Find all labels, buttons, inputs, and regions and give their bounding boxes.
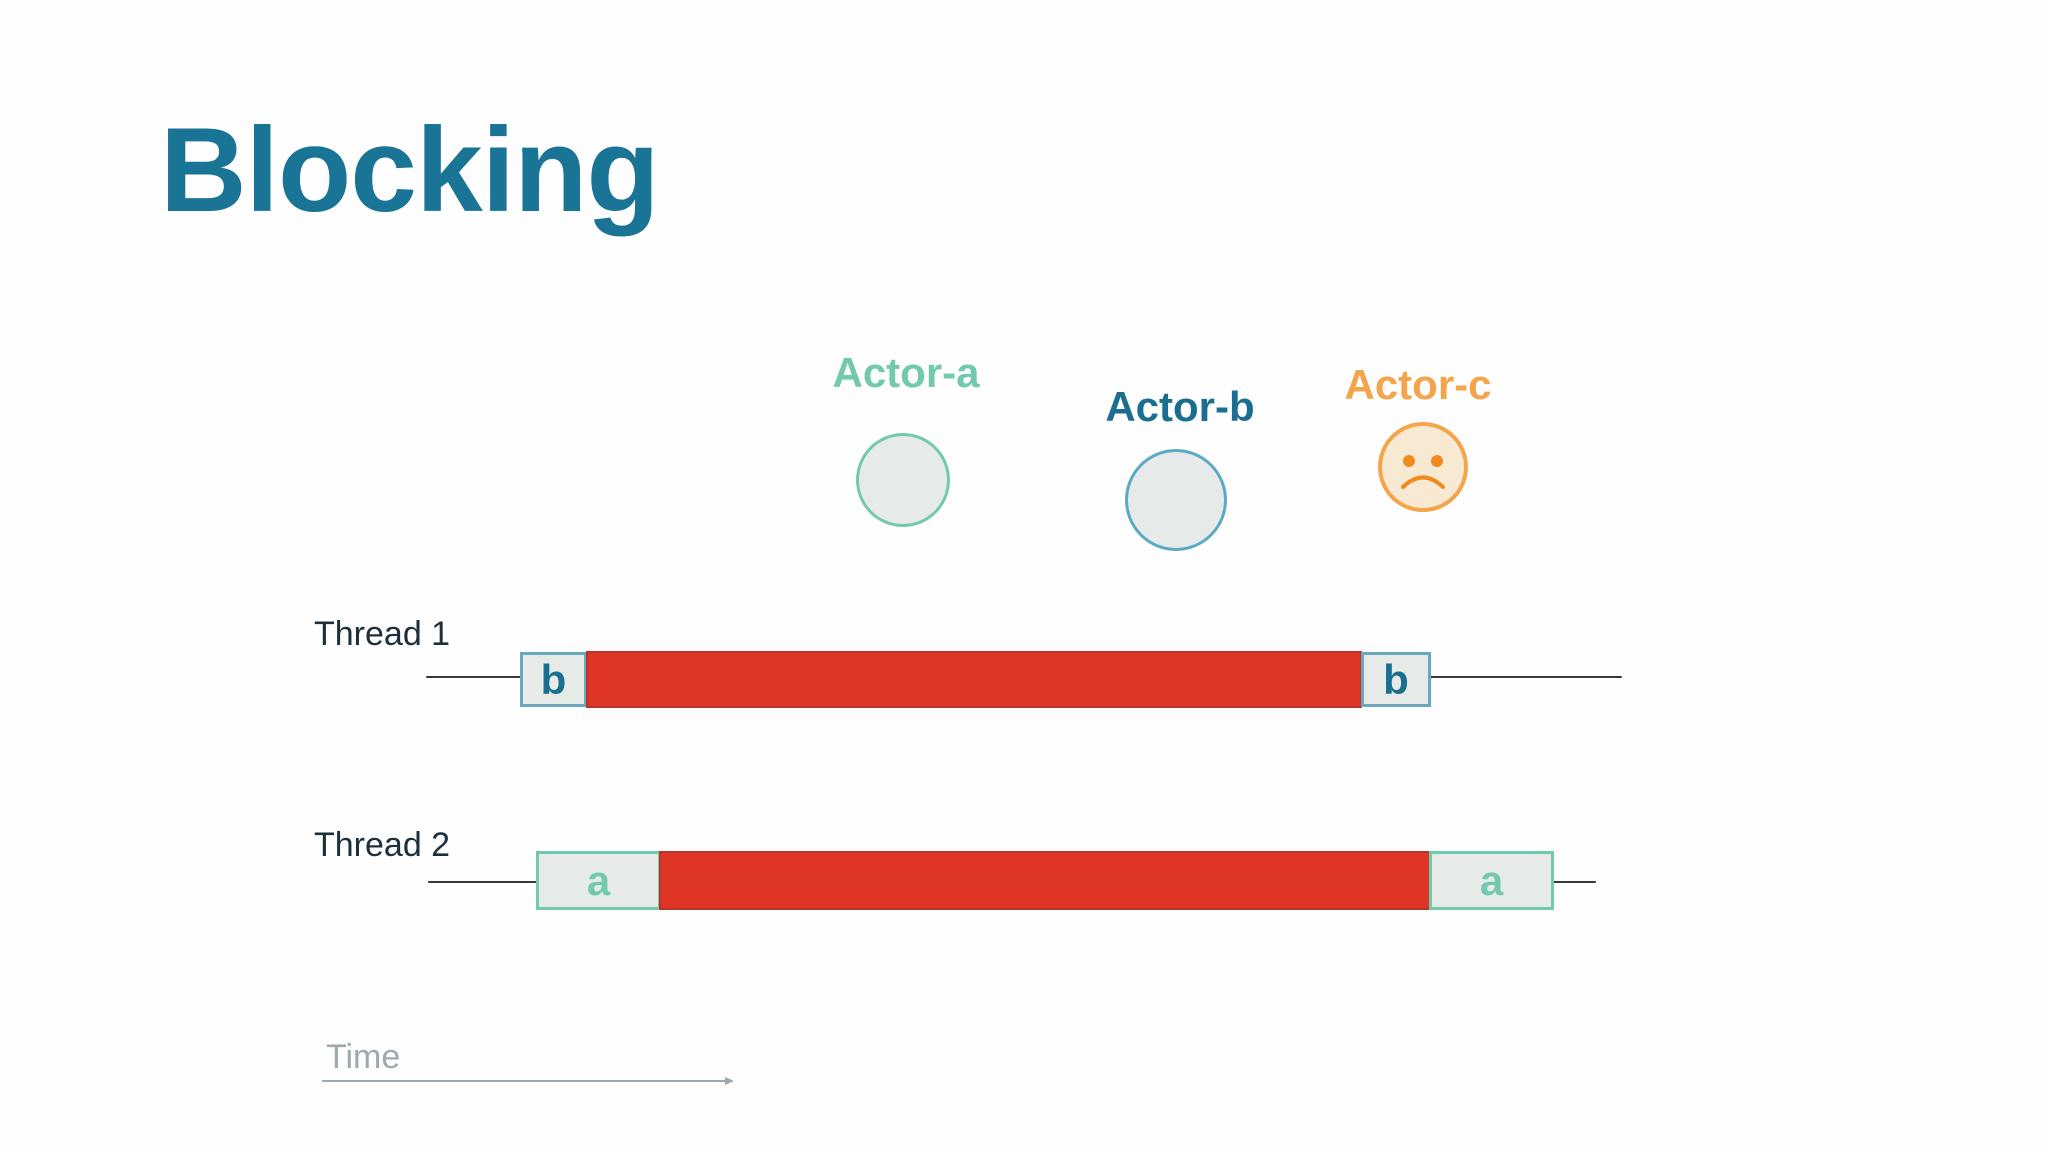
thread-1-label: Thread 1 <box>314 615 451 653</box>
actor-c-label: Actor-c <box>1344 361 1492 408</box>
thread-2-label: Thread 2 <box>314 826 451 864</box>
actor-a-circle <box>856 433 950 527</box>
slide-title: Blocking <box>160 103 660 237</box>
time-axis-label: Time <box>326 1038 401 1076</box>
time-axis-arrow <box>322 1077 734 1085</box>
actor-b-label: Actor-b <box>1105 383 1255 430</box>
thread-2-end-slot: a <box>1429 851 1554 910</box>
actor-b-circle <box>1125 449 1227 551</box>
thread-2-blocking-bar <box>659 851 1431 910</box>
sad-face-icon <box>1378 422 1468 512</box>
thread-1-end-slot: b <box>1361 652 1431 707</box>
thread-1-start-slot: b <box>520 652 587 707</box>
actor-a-label: Actor-a <box>832 349 980 396</box>
thread-1-blocking-bar <box>586 651 1362 708</box>
thread-2-start-slot: a <box>536 851 661 910</box>
